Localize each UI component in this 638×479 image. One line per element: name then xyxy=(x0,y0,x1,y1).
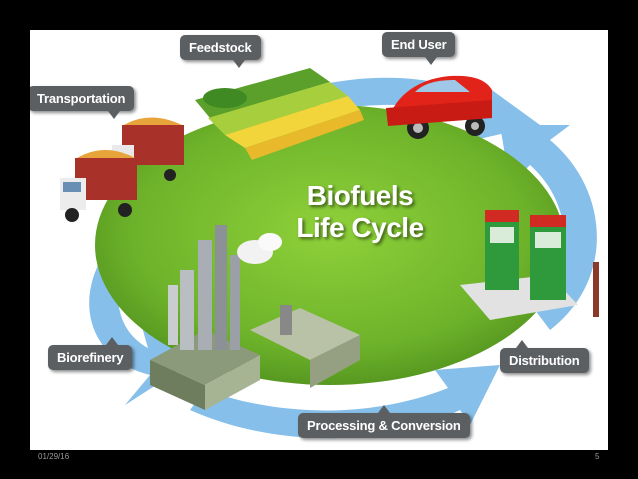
label-biorefinery: Biorefinery xyxy=(48,337,133,370)
diagram-slide: Biofuels Life Cycle Feedstock End User T… xyxy=(30,30,608,450)
footer-date: 01/29/16 xyxy=(38,452,70,461)
gas-pumps xyxy=(460,210,599,320)
label-transportation: Transportation xyxy=(30,86,135,119)
label-processing: Processing & Conversion xyxy=(298,405,470,438)
label-distribution: Distribution xyxy=(500,340,589,373)
green-field xyxy=(95,105,565,385)
red-car xyxy=(386,75,492,139)
biorefinery-plant xyxy=(150,225,360,410)
title-line-2: Life Cycle xyxy=(296,212,424,243)
footer-page-number: 5 xyxy=(595,452,600,461)
title-line-1: Biofuels xyxy=(306,180,414,211)
trucks xyxy=(60,117,184,222)
diagram-title: Biofuels Life Cycle xyxy=(270,180,450,244)
life-cycle-illustration xyxy=(60,68,599,439)
label-end-user: End User xyxy=(382,32,456,65)
label-feedstock: Feedstock xyxy=(180,35,261,68)
feedstock-crops xyxy=(195,68,364,160)
